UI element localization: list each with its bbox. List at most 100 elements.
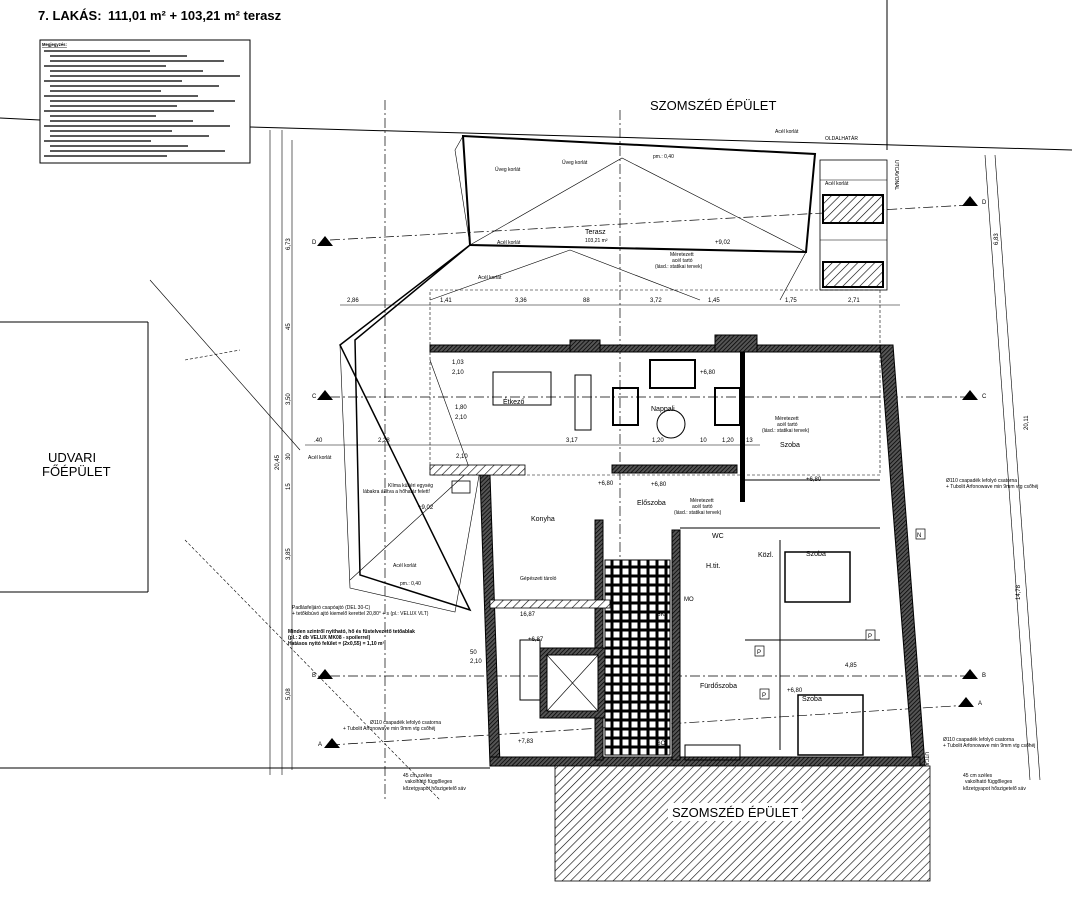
fixture-marks: P P P N GK GÓ MO <box>656 528 926 747</box>
dimension-label: 1,20 <box>652 438 664 444</box>
annotations: Üveg korlát Üveg korlát Acél korlát Acél… <box>288 129 1038 792</box>
svg-text:(pl.: 2 db VELUX MK08 - spoile: (pl.: 2 db VELUX MK08 - spoilerrel) <box>288 635 371 641</box>
parapet-height-2: pm.: 0,40 <box>400 581 421 587</box>
room-dining: Étkező <box>503 397 525 406</box>
terrace-label: Terasz <box>585 229 606 236</box>
svg-text:+6,80: +6,80 <box>806 477 822 483</box>
svg-text:+9,02: +9,02 <box>715 240 731 246</box>
svg-text:vakolható függőleges: vakolható függőleges <box>965 779 1013 785</box>
room-living: Nappali <box>651 406 675 413</box>
dimension-label: 30 <box>286 453 292 460</box>
side-boundary-line <box>249 126 1072 151</box>
glass-railing-label: Üveg korlát <box>495 166 521 173</box>
svg-text:Klíma kültéri egység: Klíma kültéri egység <box>388 483 433 489</box>
neighbor-building-bottom-label: SZOMSZÉD ÉPÜLET <box>672 805 798 820</box>
svg-text:acél tartó: acél tartó <box>672 258 693 264</box>
dimension-label: .40 <box>314 438 323 444</box>
dimension-label: 1,80 <box>455 405 467 411</box>
room-hall: Előszoba <box>637 500 666 507</box>
dimension-label: 13 <box>746 438 753 444</box>
svg-text:kőzetgyapot hőszigetelő sáv: kőzetgyapot hőszigetelő sáv <box>963 786 1026 792</box>
steel-beam-note-3: Méretezett acél tartó (lásd.: statikai t… <box>674 498 722 516</box>
svg-text:Ø110 csapadék lefolyó csatorna: Ø110 csapadék lefolyó csatorna <box>946 478 1017 484</box>
svg-text:P: P <box>868 634 872 640</box>
section-marker-d-right: D <box>982 200 987 206</box>
svg-text:Hatásos nyitó felület = (2x0,5: Hatásos nyitó felület = (2x0,55) = 1,10 … <box>288 641 384 647</box>
dimension-label: 14,78 <box>1016 584 1022 600</box>
section-marker-b: B <box>312 673 316 679</box>
svg-text:+6,80: +6,80 <box>598 481 614 487</box>
svg-text:P: P <box>762 693 766 699</box>
dimension-label: 4,85 <box>845 663 857 669</box>
svg-text:lábakra állítva a hőhatár fele: lábakra állítva a hőhatár felett! <box>363 489 430 495</box>
svg-text:+ tetőkibúvó ajtó kiemelő kere: + tetőkibúvó ajtó kiemelő kerettel 20,80… <box>292 611 429 617</box>
svg-text:+ Tubolit Arfonowave min 9mm v: + Tubolit Arfonowave min 9mm vtg csőhéj <box>943 743 1035 749</box>
room-kitchen: Konyha <box>531 516 555 523</box>
section-marker-a: A <box>318 742 322 748</box>
svg-text:(lásd.: statikai tervek): (lásd.: statikai tervek) <box>762 428 810 434</box>
dimension-label: 20,45 <box>275 454 281 470</box>
ac-unit-note: Klíma kültéri egység lábakra állítva a h… <box>363 480 471 495</box>
section-marker-c: C <box>312 394 317 400</box>
svg-text:+7,83: +7,83 <box>518 739 534 745</box>
dimension-label: 1,20 <box>722 438 734 444</box>
dimension-label: 2,10 <box>455 415 467 421</box>
smoke-vent-note: Minden szintről nyitható, hő és füstelve… <box>288 629 415 647</box>
svg-text:kőzetgyapot hőszigetelő sáv: kőzetgyapot hőszigetelő sáv <box>403 786 466 792</box>
side-boundary-label: OLDALHATÁR <box>825 135 858 142</box>
dimension-label: 1,03 <box>452 360 464 366</box>
svg-text:acél tartó: acél tartó <box>777 422 798 428</box>
dimension-label: 3,72 <box>650 298 662 304</box>
svg-text:+6,80: +6,80 <box>651 482 667 488</box>
svg-text:+6,80: +6,80 <box>700 370 716 376</box>
svg-text:45 cm széles: 45 cm széles <box>403 773 433 779</box>
dimension-label: 20,11 <box>1024 415 1030 430</box>
parapet-height-1: pm.: 0,40 <box>653 154 674 160</box>
gutter-note-right-1: Ø110 csapadék lefolyó csatorna + Tubolit… <box>946 478 1038 490</box>
dimension-label: 3,17 <box>566 438 578 444</box>
gutter-note-left: Ø110 csapadék lefolyó csatorna + Tubolit… <box>343 720 441 732</box>
svg-text:+6,87: +6,87 <box>528 637 544 643</box>
svg-text:Ø110 csapadék lefolyó csatorna: Ø110 csapadék lefolyó csatorna <box>370 720 441 726</box>
svg-text:Méretezett: Méretezett <box>775 416 799 422</box>
dimension-label: 3,85 <box>286 548 292 560</box>
steel-beam-note-2: Méretezett acél tartó (lásd.: statikai t… <box>762 416 810 434</box>
room-labels: Étkező Nappali Szoba Szoba Szoba Előszob… <box>503 397 826 703</box>
svg-text:Padlásfeljáró csapóajtó (DEL 3: Padlásfeljáró csapóajtó (DEL 30-C) <box>292 605 371 611</box>
dimension-label: 2,28 <box>378 438 390 444</box>
dimension-label: 3,50 <box>286 393 292 405</box>
room-bedroom-1: Szoba <box>780 442 800 449</box>
room-bedroom-2: Szoba <box>806 551 826 558</box>
courtyard-building-label-2: FŐÉPÜLET <box>42 464 111 479</box>
street-line-label-top: UTCAVONAL <box>893 160 899 190</box>
dimension-label: 88 <box>583 298 590 304</box>
dimension-label: 10 <box>700 438 707 444</box>
steel-beam-note: Méretezett acél tartó (lásd.: statikai t… <box>655 252 703 270</box>
svg-text:Minden szintről nyitható, hő é: Minden szintről nyitható, hő és füstelve… <box>288 629 415 635</box>
section-marker-b-right: B <box>982 673 986 679</box>
dimension-label: 2,10 <box>470 659 482 665</box>
street-facade <box>819 159 888 291</box>
section-markers: D D C C B B A A <box>312 196 987 748</box>
dimension-label: 6,83 <box>994 233 1000 245</box>
dimension-label: 45 <box>286 323 292 330</box>
svg-text:45 cm széles: 45 cm széles <box>963 773 993 779</box>
svg-text:(lásd.: statikai tervek): (lásd.: statikai tervek) <box>674 510 722 516</box>
courtyard-building-label-1: UDVARI <box>48 450 96 465</box>
apartment-title: 7. LAKÁS: <box>38 8 102 23</box>
room-bathroom: Fürdőszoba <box>700 683 737 690</box>
dimension-label: 1,41 <box>440 298 452 304</box>
room-wc: WC <box>712 533 724 540</box>
dimension-label: 5,08 <box>286 688 292 700</box>
svg-text:MO: MO <box>684 597 694 603</box>
svg-text:+ Tubolit Arfonowave min 9mm v: + Tubolit Arfonowave min 9mm vtg csőhéj <box>343 726 435 732</box>
svg-text:(lásd.: statikai tervek): (lásd.: statikai tervek) <box>655 264 703 270</box>
roof-hatch-note: Padlásfeljáró csapóajtó (DEL 30-C) + tet… <box>292 605 429 617</box>
room-corridor: Közl. <box>758 552 774 559</box>
dimension-label: 3,36 <box>515 298 527 304</box>
steel-railing-label-5: Acél korlát <box>308 455 332 461</box>
appliance-storage-label: Gépészeti tároló <box>520 576 557 582</box>
notes-heading: Megjegyzés: <box>42 42 67 47</box>
